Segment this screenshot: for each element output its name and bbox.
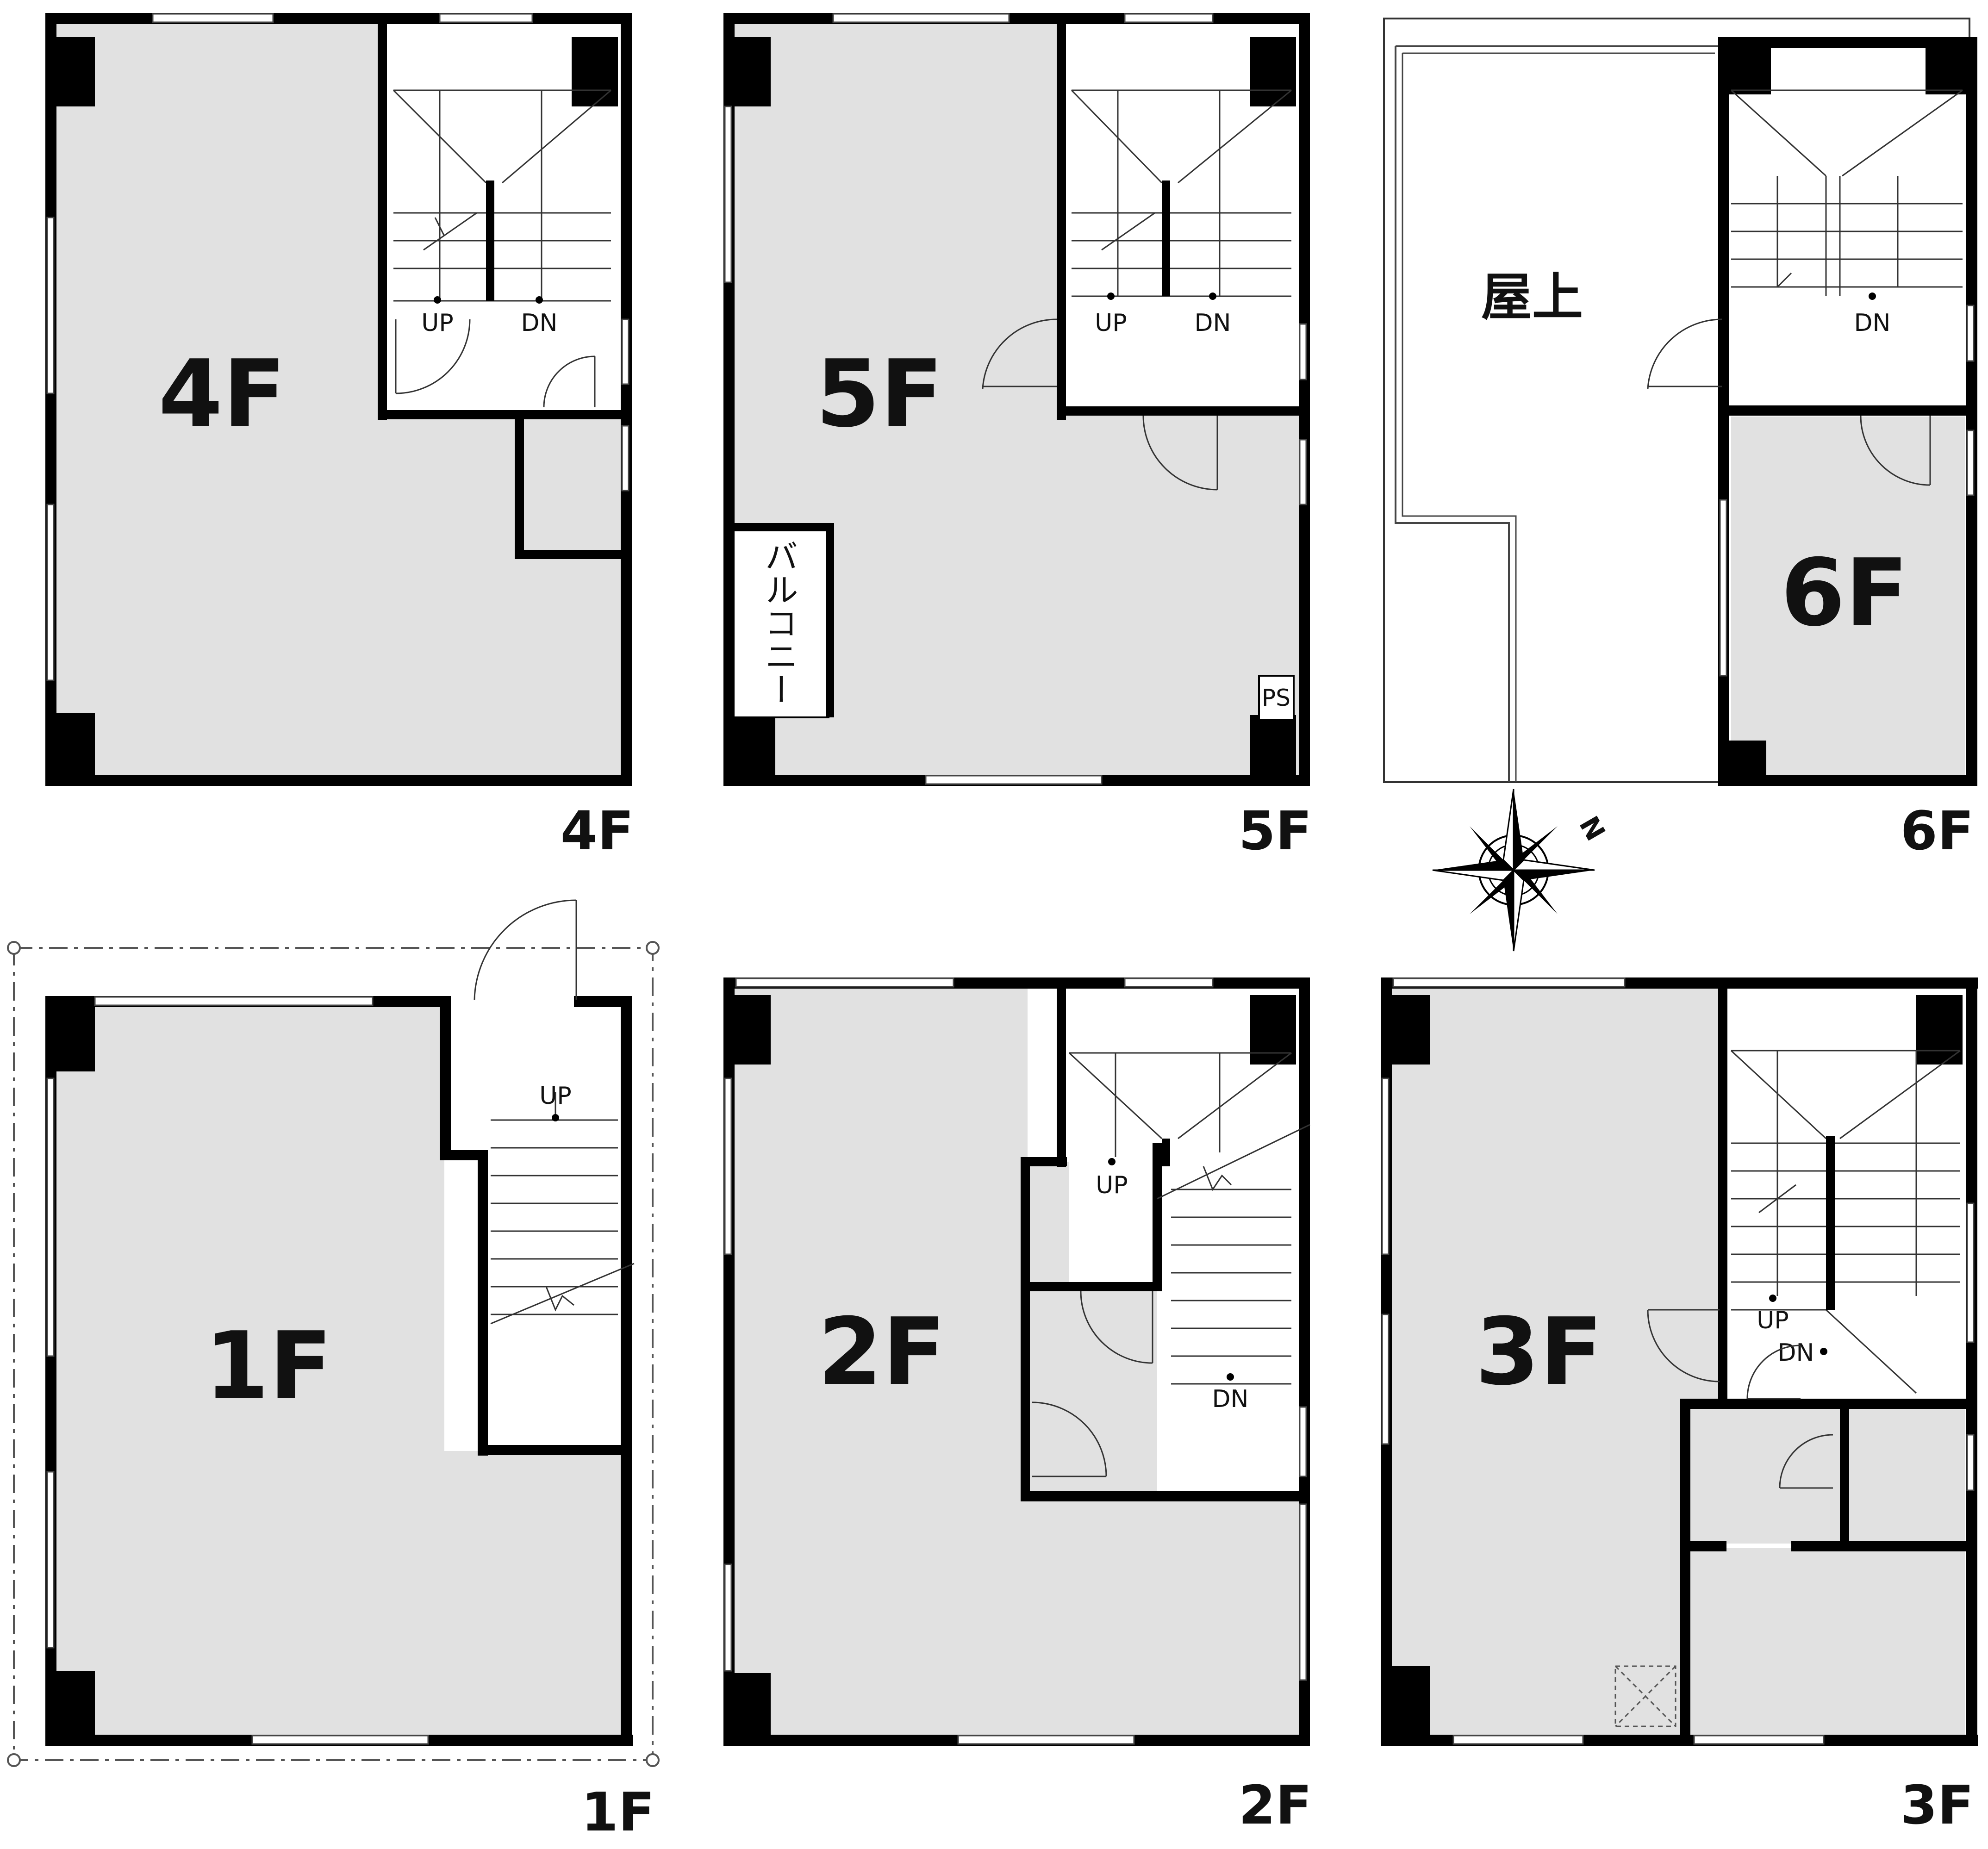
room-label-3f: 3F <box>1475 1298 1603 1406</box>
caption-2f: 2F <box>1239 1774 1312 1837</box>
windows-2f <box>724 977 1307 1745</box>
room-4f <box>49 16 627 782</box>
stair-hall-6f <box>1722 42 1969 412</box>
dn-label-3f: DN <box>1778 1339 1814 1367</box>
door-swing-6f[interactable] <box>1647 318 1931 486</box>
floor-plan-2f: UP DN 2F 2F <box>723 977 1312 1837</box>
floor-plan-6f: DN 屋上 6F 6F <box>1383 18 1977 862</box>
up-arrow-dot-4f <box>434 296 441 304</box>
storage-a-3f <box>1689 1409 1842 1544</box>
stair-core-wall-2f <box>1162 1139 1170 1166</box>
door-swing-2f[interactable] <box>1032 1291 1153 1477</box>
stairs-4f <box>393 89 611 302</box>
caption-3f: 3F <box>1901 1774 1974 1837</box>
rooftop-label: 屋上 <box>1481 268 1583 327</box>
stairs-3f <box>1730 1050 1961 1394</box>
floor-plan-5f: UP DN バルコニー PS 5F 5F <box>723 13 1312 862</box>
balcony-label-5f: バルコニー <box>759 539 798 706</box>
stairs-6f <box>1730 89 1963 296</box>
stairs-2f <box>1068 1052 1310 1385</box>
closet-4f <box>518 414 627 553</box>
caption-4f: 4F <box>561 800 634 862</box>
dn-arrow-dot-2f <box>1227 1373 1234 1381</box>
up-arrow-dot-1f <box>552 1114 559 1121</box>
compass-rose-icon <box>1432 789 1595 952</box>
stair-hall-1f <box>444 1000 625 1451</box>
dn-arrow-dot-6f <box>1869 293 1876 300</box>
windows-1f <box>46 996 429 1745</box>
room-2f <box>729 981 1305 1738</box>
caption-6f: 6F <box>1901 800 1974 862</box>
up-arrow-dot-3f <box>1769 1295 1776 1302</box>
windows-6f <box>1719 305 1975 677</box>
up-label-2f: UP <box>1096 1171 1128 1199</box>
room-label-4f: 4F <box>158 340 286 448</box>
up-label-4f: UP <box>421 309 453 337</box>
dn-label-6f: DN <box>1854 309 1891 337</box>
rooftop-parapet-inner <box>1402 52 1715 782</box>
balcony-5f[interactable] <box>728 527 829 718</box>
room-label-2f: 2F <box>818 1298 946 1406</box>
room-label-6f: 6F <box>1781 539 1908 647</box>
dn-label-4f: DN <box>521 309 558 337</box>
door-swing-5f[interactable] <box>982 318 1218 491</box>
windows-5f <box>724 13 1307 785</box>
storage-c-3f <box>1689 1548 1965 1738</box>
dn-arrow-dot-3f <box>1820 1348 1827 1355</box>
up-label-3f: UP <box>1757 1307 1789 1334</box>
storage-b-3f <box>1849 1409 1965 1544</box>
entrance-door-1f[interactable] <box>474 899 577 1000</box>
room-label-5f: 5F <box>816 340 943 448</box>
room-5f <box>729 16 1305 782</box>
stair-core-wall-5f <box>1162 181 1170 296</box>
site-boundary-1f <box>13 947 654 1761</box>
up-arrow-dot-5f <box>1107 293 1115 300</box>
door-swing-3f[interactable] <box>1647 1309 1833 1489</box>
dn-arrow-dot-5f <box>1209 293 1216 300</box>
room-6f <box>1731 417 1965 778</box>
stair-core-wall-3f <box>1826 1136 1835 1310</box>
north-label: N <box>1573 811 1611 846</box>
caption-5f: 5F <box>1239 800 1312 862</box>
closet-lower-2f <box>1028 1291 1157 1497</box>
dn-arrow-dot-4f <box>536 296 543 304</box>
ps-label-5f: PS <box>1262 685 1290 711</box>
floor-plan-4f: UP DN 4F 4F <box>45 13 634 862</box>
floor-plan-1f: UP 1F 1F <box>7 899 660 1843</box>
caption-1f: 1F <box>581 1781 655 1843</box>
dn-label-2f: DN <box>1212 1385 1249 1413</box>
hatch-icon-3f <box>1614 1665 1676 1727</box>
room-3f <box>1384 981 1722 1738</box>
room-label-1f: 1F <box>205 1312 332 1420</box>
windows-3f <box>1381 977 1975 1745</box>
stair-core-wall-4f <box>486 181 494 301</box>
ps-box-5f <box>1258 675 1295 721</box>
windows-4f <box>46 13 629 681</box>
up-arrow-dot-2f <box>1108 1158 1116 1165</box>
floor-plan-3f: UP DN 3F 3F <box>1381 977 1978 1837</box>
dn-label-5f: DN <box>1195 309 1231 337</box>
up-label-1f: UP <box>539 1082 571 1110</box>
up-label-5f: UP <box>1095 309 1127 337</box>
door-swing-4f[interactable] <box>395 319 596 408</box>
closet-upper-2f <box>1025 1162 1069 1287</box>
